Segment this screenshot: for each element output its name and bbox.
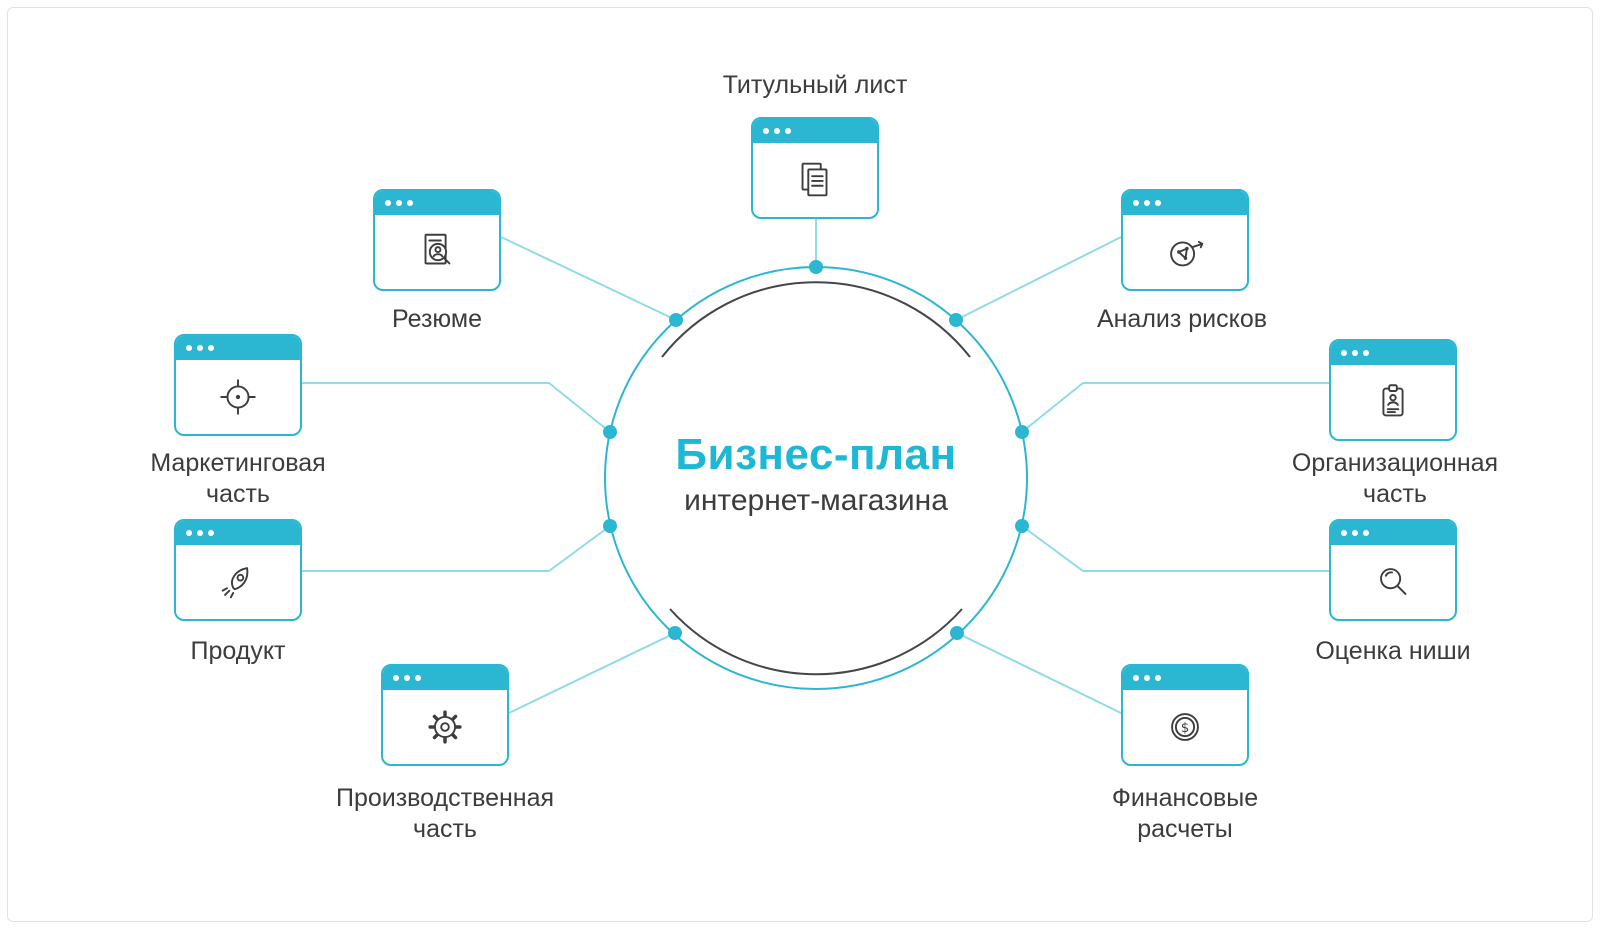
anchor-dot <box>809 260 823 274</box>
browser-bar <box>375 191 499 215</box>
connector-resume <box>500 236 677 321</box>
node-risk-analysis <box>1121 189 1249 291</box>
window-dot <box>1155 675 1161 681</box>
window-dot <box>186 345 192 351</box>
connector-finance <box>956 632 1122 714</box>
window-dot <box>763 128 769 134</box>
rocket-icon <box>221 567 249 599</box>
node-label-production: Производственная часть <box>335 784 555 843</box>
node-label-finance: Финансовые расчеты <box>1111 784 1259 843</box>
resume-search-icon <box>424 233 451 265</box>
window-dot <box>393 675 399 681</box>
node-niche <box>1329 519 1457 621</box>
window-dot <box>1341 350 1347 356</box>
window-dot <box>1341 530 1347 536</box>
connector-marketing <box>302 382 611 433</box>
window-dot <box>1144 675 1150 681</box>
window-dot <box>1363 530 1369 536</box>
window-dot <box>1352 350 1358 356</box>
clipboard-person-icon <box>1382 384 1404 417</box>
browser-bar <box>1123 191 1247 215</box>
node-finance: $ <box>1121 664 1249 766</box>
anchor-dot <box>669 313 683 327</box>
dollar-coin-icon: $ <box>1171 713 1199 741</box>
window-dot <box>404 675 410 681</box>
node-body: $ <box>1123 690 1247 764</box>
node-body <box>1123 215 1247 289</box>
window-dot <box>197 345 203 351</box>
node-marketing <box>174 334 302 436</box>
window-dot <box>415 675 421 681</box>
connector-risk <box>955 236 1122 321</box>
anchor-dot <box>603 425 617 439</box>
window-dot <box>1352 530 1358 536</box>
connector-lines <box>302 219 1329 714</box>
window-dot <box>1155 200 1161 206</box>
svg-text:$: $ <box>1181 721 1190 736</box>
node-label-title-page: Титульный лист <box>722 71 908 99</box>
anchor-dot <box>950 626 964 640</box>
network-arrow-icon <box>1170 240 1204 267</box>
browser-bar <box>1331 341 1455 365</box>
node-label-marketing: Маркетинговая часть <box>150 449 326 508</box>
connector-organization <box>1021 382 1329 433</box>
target-icon <box>220 379 256 415</box>
browser-bar <box>1331 521 1455 545</box>
node-body <box>176 545 300 619</box>
gear-icon <box>428 710 462 744</box>
browser-bar <box>753 119 877 143</box>
node-body <box>1331 545 1455 619</box>
connector-niche <box>1021 525 1329 572</box>
node-production <box>381 664 509 766</box>
node-label-risk-analysis: Анализ рисков <box>1096 305 1268 333</box>
window-dot <box>774 128 780 134</box>
window-dot <box>385 200 391 206</box>
window-dot <box>208 345 214 351</box>
window-dot <box>1133 675 1139 681</box>
window-dot <box>1363 350 1369 356</box>
anchor-dots <box>603 260 1029 640</box>
node-title-page <box>751 117 879 219</box>
node-organization <box>1329 339 1457 441</box>
window-dot <box>407 200 413 206</box>
window-dot <box>1133 200 1139 206</box>
browser-bar <box>1123 666 1247 690</box>
node-body <box>375 215 499 289</box>
anchor-dot <box>1015 425 1029 439</box>
anchor-dot <box>1015 519 1029 533</box>
anchor-dot <box>668 626 682 640</box>
node-body <box>176 360 300 434</box>
node-label-resume: Резюме <box>392 305 482 333</box>
anchor-dot <box>603 519 617 533</box>
node-body <box>753 143 877 217</box>
node-body <box>383 690 507 764</box>
document-icon <box>801 162 828 197</box>
node-body <box>1331 365 1455 439</box>
decor-arc-top <box>661 281 971 358</box>
hub-title: Бизнес-план <box>675 430 957 479</box>
magnifier-icon <box>1380 568 1407 595</box>
node-resume <box>373 189 501 291</box>
window-dot <box>186 530 192 536</box>
connector-production <box>508 632 676 714</box>
window-dot <box>197 530 203 536</box>
node-label-organization: Организационная часть <box>1291 449 1499 508</box>
browser-bar <box>176 336 300 360</box>
node-label-niche: Оценка ниши <box>1315 637 1471 665</box>
browser-bar <box>176 521 300 545</box>
window-dot <box>785 128 791 134</box>
window-dot <box>396 200 402 206</box>
connector-product <box>302 525 611 572</box>
anchor-dot <box>949 313 963 327</box>
decor-arc-bottom <box>669 608 963 676</box>
node-label-product: Продукт <box>190 637 286 665</box>
window-dot <box>1144 200 1150 206</box>
node-product <box>174 519 302 621</box>
hub-text: Бизнес-план интернет-магазина <box>616 430 1016 518</box>
browser-bar <box>383 666 507 690</box>
hub-subtitle: интернет-магазина <box>684 484 948 517</box>
window-dot <box>208 530 214 536</box>
